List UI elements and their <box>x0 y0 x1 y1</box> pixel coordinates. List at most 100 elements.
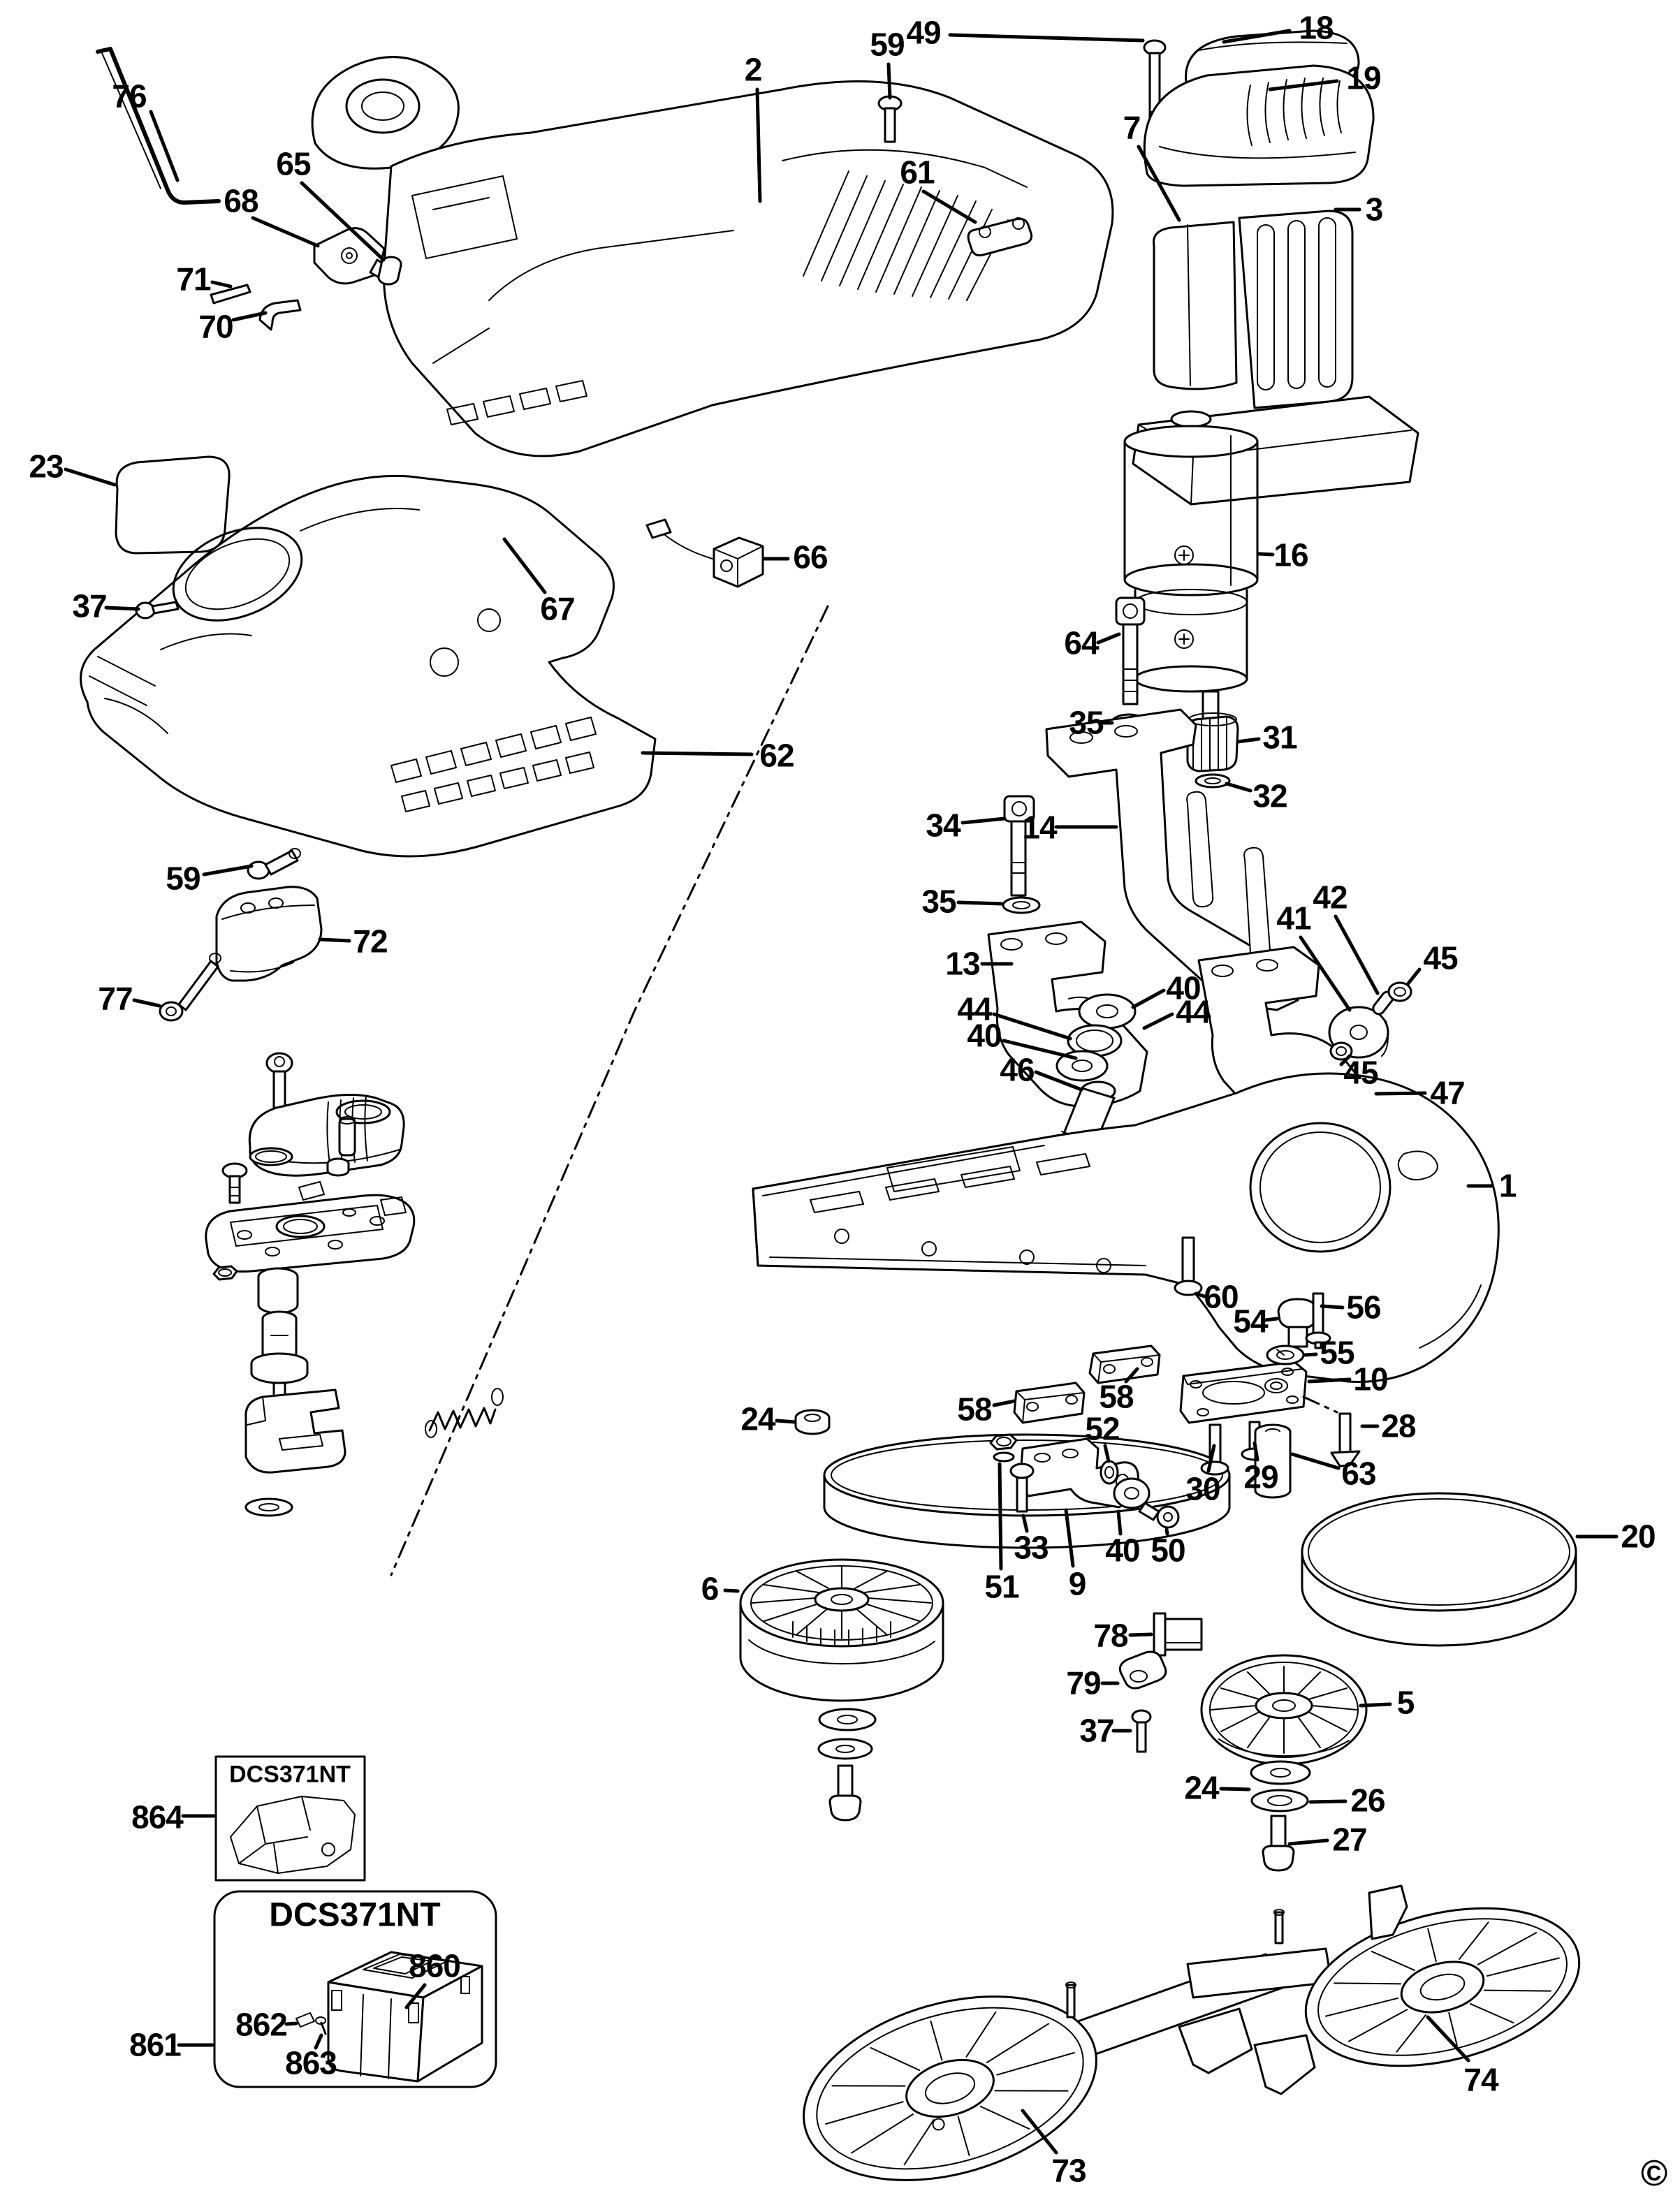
leader-41 <box>1299 935 1352 1012</box>
part-label-44-right: 44 <box>1176 993 1211 1030</box>
part-label-1: 1 <box>1498 1167 1517 1204</box>
leader-9 <box>1064 1508 1075 1568</box>
part-label-24-bottom: 24 <box>1184 1769 1219 1806</box>
inset-small-box <box>214 1755 366 1882</box>
part-label-44-left: 44 <box>957 990 992 1027</box>
leader-44-right <box>1142 1012 1174 1030</box>
part-label-72: 72 <box>353 923 388 960</box>
part-label-70: 70 <box>198 308 233 345</box>
part-label-864: 864 <box>131 1798 184 1836</box>
leader-58-right <box>1124 1367 1139 1384</box>
leader-40-left <box>1002 1039 1078 1060</box>
part-label-42: 42 <box>1313 879 1347 916</box>
part-label-862: 862 <box>235 2006 288 2043</box>
screw-50-drawing <box>1138 1502 1180 1529</box>
part-label-10: 10 <box>1353 1361 1388 1398</box>
stator-drawing <box>1238 210 1354 409</box>
part-label-24-top: 24 <box>740 1400 775 1437</box>
part-label-29: 29 <box>1243 1458 1278 1495</box>
part-label-37-lower: 37 <box>1079 1712 1114 1749</box>
part-label-26: 26 <box>1350 1782 1385 1819</box>
part-label-40-left: 40 <box>967 1017 1002 1054</box>
part-label-9: 9 <box>1068 1565 1087 1602</box>
part-label-65: 65 <box>276 145 311 182</box>
part-label-79: 79 <box>1066 1664 1101 1701</box>
hex-key-drawing <box>96 47 221 205</box>
leader-860 <box>404 1983 427 2009</box>
part-label-40-lower: 40 <box>1105 1532 1140 1569</box>
leader-30 <box>1206 1444 1216 1473</box>
part-label-52: 52 <box>1085 1410 1120 1447</box>
part-label-18: 18 <box>1299 9 1334 46</box>
block-58-right-drawing <box>1088 1345 1161 1384</box>
part-label-45-bottom: 45 <box>1343 1054 1378 1091</box>
screw-34-drawing <box>1003 795 1035 897</box>
screw-56-drawing <box>1305 1292 1331 1349</box>
part-label-54: 54 <box>1233 1303 1268 1340</box>
inset-small-title: DCS371NT <box>229 1761 351 1788</box>
screw-36-drawing <box>221 1162 248 1204</box>
leader-56 <box>1320 1304 1345 1310</box>
leader-60 <box>1194 1291 1206 1298</box>
spring-21-drawing <box>425 1388 504 1438</box>
plate-10-drawing <box>1179 1361 1338 1424</box>
link-61-drawing <box>967 217 1033 257</box>
pinion-gear-drawing <box>1186 712 1239 772</box>
leader-35-mid <box>956 900 1004 906</box>
bushing-65-drawing <box>377 256 402 286</box>
part-label-7: 7 <box>1123 109 1141 146</box>
leader-16 <box>1257 552 1275 557</box>
washer-55-drawing <box>1266 1345 1305 1365</box>
bushing-40-lower-drawing <box>1113 1477 1151 1509</box>
inset-large-box <box>213 1890 497 2088</box>
leader-59-top <box>886 62 892 100</box>
assembly-axis-line <box>390 605 829 1576</box>
screw-28-drawing <box>1330 1412 1361 1467</box>
leader-40-lower <box>1116 1509 1123 1536</box>
leader-23 <box>64 467 117 487</box>
part-label-71: 71 <box>176 261 211 298</box>
leader-6 <box>723 1588 740 1593</box>
leader-58-left <box>992 1399 1016 1407</box>
part-label-23: 23 <box>29 448 64 485</box>
switch-66-drawing <box>645 518 764 588</box>
ring-45-top-drawing <box>1387 981 1412 1002</box>
leader-47 <box>1374 1091 1427 1096</box>
leader-lines <box>64 29 1619 2155</box>
lower-housing-drawing <box>80 474 657 858</box>
fan-pulley-6-drawing <box>739 1558 944 1702</box>
oring-25-drawing <box>249 1147 293 1166</box>
leader-45-bottom <box>1339 1054 1352 1067</box>
part-label-49: 49 <box>906 14 941 51</box>
part-label-68: 68 <box>224 182 258 219</box>
leader-54 <box>1264 1317 1279 1322</box>
bearing-stack-drawing <box>1056 993 1137 1082</box>
leader-55 <box>1303 1352 1318 1357</box>
leader-33 <box>1021 1514 1029 1533</box>
guide-11-drawing <box>244 1389 346 1474</box>
part-label-40-right: 40 <box>1166 969 1201 1006</box>
inset-large-title: DCS371NT <box>269 1896 441 1934</box>
part-label-58-left: 58 <box>957 1391 992 1428</box>
base-plate-4-drawing <box>205 1194 416 1273</box>
part-label-16: 16 <box>1273 536 1308 573</box>
clip-79-drawing <box>1118 1650 1167 1690</box>
leader-27 <box>1287 1838 1329 1846</box>
part-label-55: 55 <box>1320 1334 1354 1371</box>
leader-31 <box>1236 737 1261 744</box>
washer-15-drawing <box>244 1497 293 1517</box>
tire-20-drawing <box>1301 1492 1577 1647</box>
leader-862 <box>284 2021 298 2026</box>
screw-37-lower-drawing <box>1131 1709 1152 1753</box>
part-label-56: 56 <box>1346 1289 1381 1326</box>
leader-59-left <box>202 864 254 877</box>
part-label-41: 41 <box>1276 900 1311 937</box>
leader-42 <box>1334 914 1380 995</box>
elbow-70-drawing <box>258 299 302 331</box>
upper-housing-drawing <box>311 56 1114 457</box>
part-label-14: 14 <box>1022 809 1057 846</box>
leader-26 <box>1308 1799 1347 1804</box>
part-label-861: 861 <box>129 2026 182 2063</box>
